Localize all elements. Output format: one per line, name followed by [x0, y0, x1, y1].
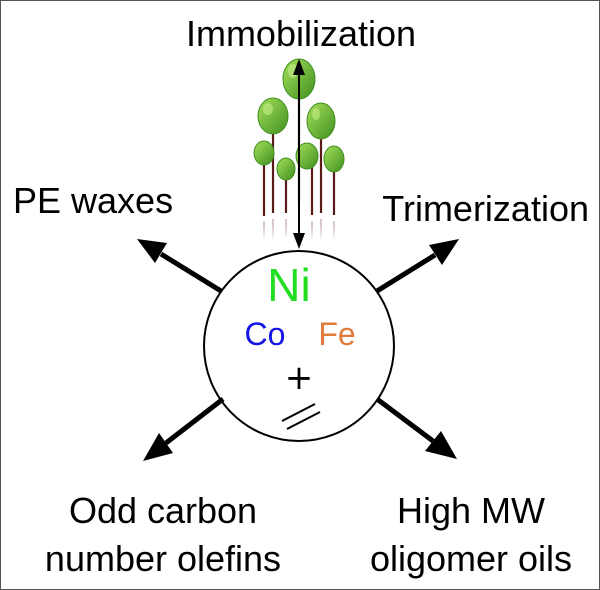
arrow-immobilization	[293, 59, 305, 249]
arrow-high-mw	[375, 397, 457, 459]
arrow-odd-carbon	[143, 397, 225, 461]
label-high-mw-line1: High MW	[397, 490, 545, 531]
label-pe-waxes: PE waxes	[13, 180, 173, 221]
label-odd-carbon-line2: number olefins	[45, 538, 281, 579]
label-trimerization: Trimerization	[382, 188, 589, 229]
double-bond-icon	[281, 403, 321, 430]
arrow-pe-waxes	[137, 239, 223, 294]
metal-fe: Fe	[318, 316, 355, 352]
catalyst-circle	[203, 250, 395, 442]
plus-sign: +	[285, 358, 314, 398]
label-high-mw-line2: oligomer oils	[370, 538, 572, 579]
label-immobilization: Immobilization	[186, 13, 416, 54]
arrow-trimerization	[375, 239, 459, 294]
metal-co: Co	[245, 316, 286, 352]
label-odd-carbon-line1: Odd carbon	[69, 490, 257, 531]
forest-icon	[246, 58, 356, 242]
metal-ni: Ni	[267, 259, 310, 311]
